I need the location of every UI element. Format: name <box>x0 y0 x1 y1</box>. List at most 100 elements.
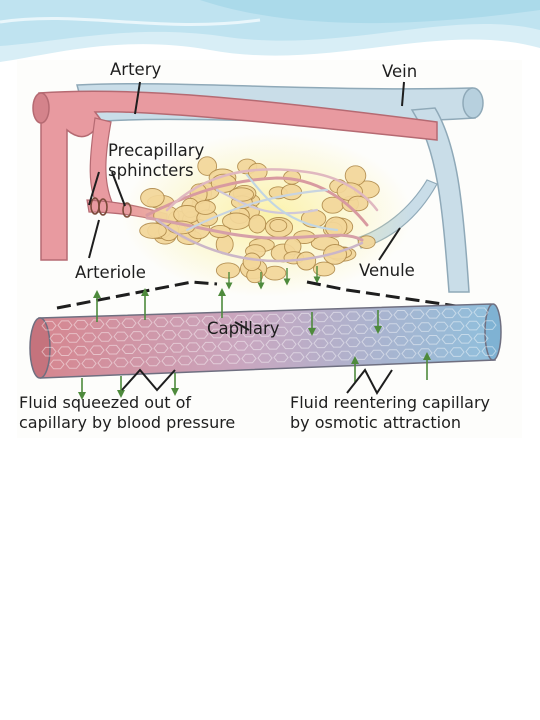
tissue-cell <box>323 244 347 265</box>
tissue-cell <box>139 222 167 239</box>
endothelial-cell <box>473 307 489 318</box>
tissue-cell <box>312 261 336 277</box>
tissue-cell <box>197 156 218 176</box>
endothelial-cell <box>441 308 457 319</box>
endothelial-cell <box>449 321 465 331</box>
endothelial-cell <box>169 316 185 327</box>
tissue-cell <box>263 265 287 281</box>
endothelial-cell <box>353 350 369 360</box>
tissue-cell <box>140 188 165 208</box>
capillary-network <box>145 168 379 263</box>
endothelial-cell <box>273 326 289 337</box>
precapillary-label-line2: sphincters <box>108 161 194 180</box>
endothelial-cell <box>433 321 449 332</box>
endothelial-cell <box>41 346 57 357</box>
endothelial-cell <box>393 336 409 346</box>
tissue-cell <box>269 218 288 233</box>
endothelial-cell <box>257 353 273 363</box>
endothelial-cell <box>153 343 169 354</box>
endothelial-cell <box>345 311 361 322</box>
endothelial-cell <box>129 357 145 367</box>
endothelial-cell <box>401 348 417 359</box>
endothelial-cell <box>425 335 441 345</box>
endothelial-cell <box>89 345 105 355</box>
endothelial-cell <box>185 316 201 327</box>
endothelial-cell <box>441 334 457 345</box>
endothelial-cell <box>289 326 305 336</box>
endothelial-cell <box>217 341 233 352</box>
endothelial-cell <box>225 328 241 338</box>
endothelial-cell <box>41 320 57 331</box>
endothelial-cell <box>449 347 465 357</box>
endothelial-cell <box>481 346 497 356</box>
endothelial-cell <box>209 328 225 339</box>
endothelial-cell <box>353 324 369 334</box>
endothelial-cell <box>233 314 249 325</box>
tissue-cell <box>324 216 348 238</box>
endothelial-cell <box>329 311 345 322</box>
endothelial-cell <box>281 339 297 350</box>
endothelial-cell <box>297 338 313 349</box>
endothelial-cell <box>425 309 441 319</box>
endothelial-cell <box>337 350 353 361</box>
endothelial-cell <box>369 349 385 360</box>
artery-label: Artery <box>110 60 161 79</box>
endothelial-cell <box>209 354 225 365</box>
endothelial-cell <box>241 327 257 338</box>
endothelial-cell <box>361 310 377 321</box>
endothelial-cell <box>465 346 481 357</box>
endothelial-cell <box>361 336 377 347</box>
endothelial-cell <box>265 339 281 350</box>
tissue-cell <box>248 214 267 234</box>
endothelial-cell <box>321 351 337 361</box>
endothelial-cell <box>201 315 217 326</box>
endothelial-cell <box>457 308 473 318</box>
tissue-cell <box>296 251 317 271</box>
endothelial-cell <box>289 352 305 362</box>
fluid-out-label-line1: Fluid squeezed out of <box>19 393 191 412</box>
endothelial-cell <box>161 330 177 340</box>
endothelial-cell <box>401 322 417 333</box>
vein-label: Vein <box>382 62 417 81</box>
endothelial-cell <box>73 345 89 356</box>
endothelial-cell <box>73 319 89 330</box>
endothelial-cell <box>177 329 193 340</box>
endothelial-cell <box>433 347 449 358</box>
endothelial-cell <box>481 320 497 330</box>
endothelial-cell <box>121 344 137 354</box>
endothelial-cell <box>57 320 73 330</box>
precapillary-label-line1: Precapillary <box>108 141 205 160</box>
endothelial-cell <box>65 359 81 369</box>
capillary-fluid-arrows <box>78 288 431 400</box>
endothelial-cell <box>57 346 73 356</box>
endothelial-cell <box>81 358 97 369</box>
endothelial-cell <box>153 317 169 328</box>
endothelial-cell <box>113 331 129 342</box>
arteriole-label: Arteriole <box>75 263 146 282</box>
endothelial-cell <box>465 320 481 331</box>
endothelial-cell <box>385 349 401 359</box>
tissue-cell <box>194 200 216 215</box>
fluid-in-label-line1: Fluid reentering capillary <box>290 393 490 412</box>
endothelial-cell <box>241 353 257 364</box>
tissue-cell <box>357 235 376 249</box>
endothelial-cell <box>49 333 65 344</box>
endothelial-cell <box>457 334 473 344</box>
endothelial-cell <box>121 318 137 328</box>
endothelial-cell <box>185 342 201 353</box>
label-pointers <box>88 81 405 395</box>
endothelial-cell <box>265 313 281 324</box>
endothelial-cell <box>305 351 321 362</box>
endothelial-cell <box>409 335 425 346</box>
endothelial-cell <box>409 309 425 320</box>
endothelial-cell <box>145 330 161 341</box>
endothelial-cell <box>305 325 321 336</box>
endothelial-cell <box>281 313 297 324</box>
endothelial-cell <box>313 338 329 349</box>
capillary-endothelium-pattern <box>41 307 497 370</box>
endothelial-cell <box>49 359 65 370</box>
capillary-exchange-diagram: Artery Vein Precapillary sphincters Arte… <box>17 60 522 438</box>
slide-header-waves <box>0 0 540 62</box>
endothelial-cell <box>473 333 489 344</box>
endothelial-cell <box>297 312 313 323</box>
